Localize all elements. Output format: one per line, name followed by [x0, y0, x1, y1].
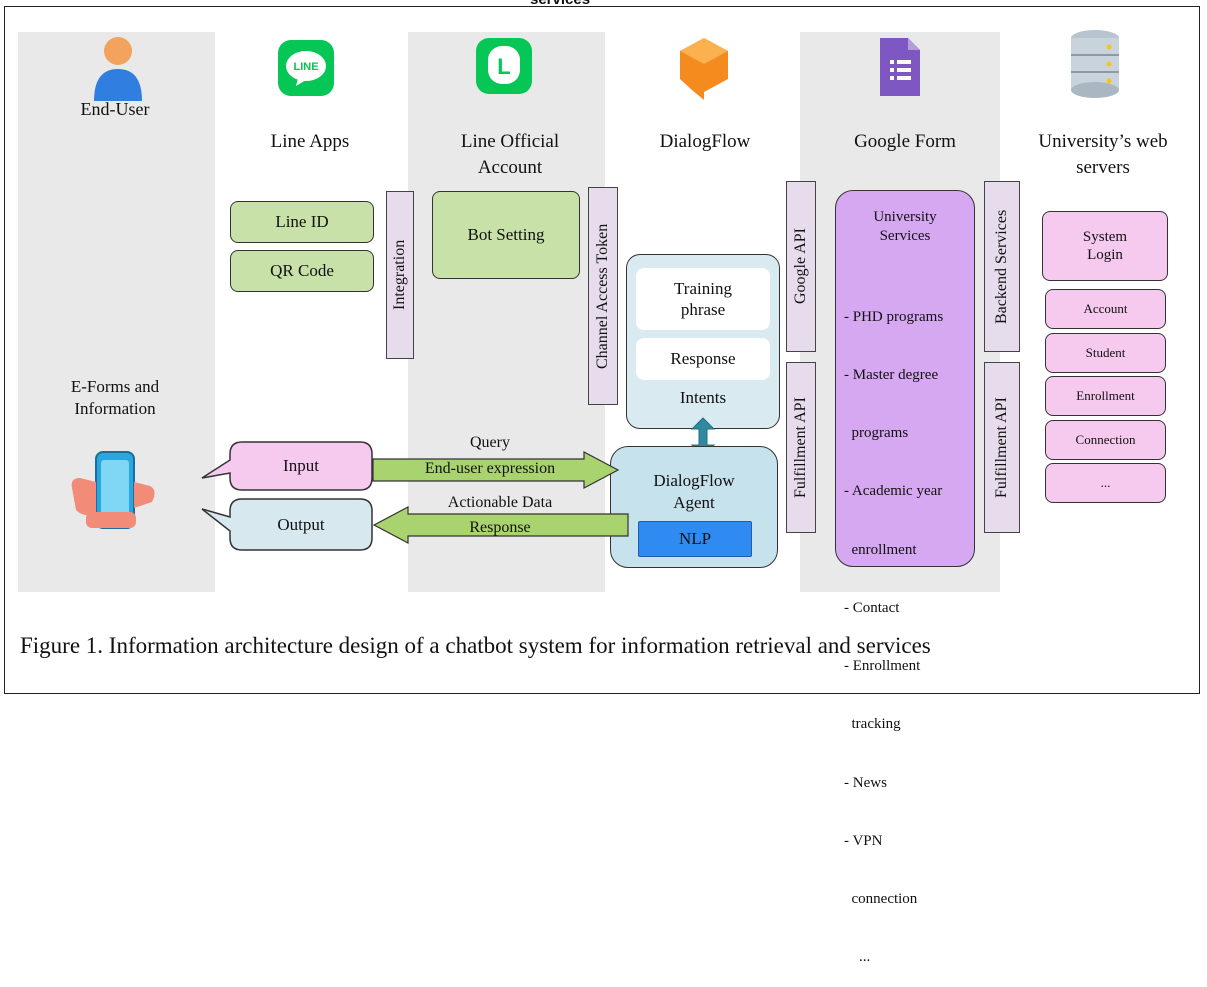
figure-caption: Figure 1. Information architecture desig…: [20, 633, 931, 658]
fulfillment-api-right-bar: Fulfillment API: [984, 362, 1020, 533]
output-callout-shape: [201, 498, 373, 551]
web-servers-title-1: University’s web: [1038, 131, 1168, 152]
intents-label: Intents: [679, 388, 727, 407]
training-phrase-card: Training phrase: [636, 268, 770, 330]
university-services-title: University Services: [835, 208, 975, 246]
backend-services-bar: Backend Services: [984, 181, 1020, 352]
service-item: - Contact: [844, 599, 900, 616]
agent-label-line1: DialogFlow: [653, 471, 735, 490]
university-services-box: [835, 190, 975, 567]
user-icon: [94, 37, 142, 101]
training-phrase-line2: phrase: [680, 300, 726, 319]
university-services-title-1: University: [873, 209, 937, 225]
system-login-line1: System: [1082, 229, 1128, 245]
input-label: Input: [283, 456, 319, 475]
service-item: - PHD programs: [844, 308, 944, 325]
qr-code-box: QR Code: [230, 250, 374, 292]
service-item: connection: [844, 891, 918, 907]
system-login-box: System Login: [1042, 211, 1168, 281]
eforms-label: E-Forms and Information: [40, 376, 190, 420]
line-apps-icon: LINE: [278, 40, 334, 96]
eforms-label-line2: Information: [74, 399, 156, 418]
svg-text:L: L: [497, 54, 510, 79]
svg-text:LINE: LINE: [293, 61, 318, 73]
eforms-label-line1: E-Forms and: [70, 377, 160, 396]
dialogflow-icon: [680, 38, 728, 100]
google-api-bar: Google API: [786, 181, 816, 352]
system-login-line2: Login: [1087, 247, 1123, 263]
end-user-expression-label: End-user expression: [424, 460, 556, 477]
google-api-label: Google API: [792, 228, 809, 305]
channel-access-token-bar: Channel Access Token: [588, 187, 618, 405]
figure-frame: [4, 6, 1200, 694]
line-official-title-1: Line Official: [460, 131, 560, 152]
query-label: Query: [470, 434, 510, 451]
phone-in-hand-icon: [71, 451, 155, 529]
service-item: enrollment: [844, 541, 917, 558]
query-arrow: [372, 451, 620, 489]
service-item: programs: [844, 425, 909, 442]
server-item-student: Student: [1045, 333, 1166, 373]
input-callout-shape: [201, 441, 373, 491]
agent-label-line2: Agent: [673, 493, 715, 512]
agent-label: DialogFlow Agent: [610, 470, 778, 514]
nlp-box: NLP: [638, 521, 752, 557]
line-id-box: Line ID: [230, 201, 374, 243]
university-services-list: - PHD programs - Master degree programs …: [844, 269, 974, 987]
service-item: tracking: [844, 716, 901, 733]
line-official-title-2: Account: [477, 157, 543, 178]
end-user-title: End-User: [80, 99, 150, 119]
line-official-icon: L: [476, 38, 532, 94]
server-item-enrollment: Enrollment: [1045, 376, 1166, 416]
fulfillment-api-left-bar: Fulfillment API: [786, 362, 816, 533]
actionable-data-label: Actionable Data: [447, 494, 553, 511]
server-item-account: Account: [1045, 289, 1166, 329]
backend-services-label: Backend Services: [993, 209, 1010, 324]
google-forms-icon: [880, 38, 920, 96]
web-servers-title-2: servers: [1076, 157, 1130, 178]
fulfillment-api-right-label: Fulfillment API: [993, 397, 1010, 498]
fulfillment-api-left-label: Fulfillment API: [792, 397, 809, 498]
channel-access-token-label: Channel Access Token: [594, 223, 611, 369]
integration-label: Integration: [391, 239, 408, 311]
service-item: - News: [844, 774, 887, 791]
response-card: Response: [636, 338, 770, 380]
database-icon: [1071, 30, 1119, 98]
response-label: Response: [469, 519, 531, 536]
clipped-heading: services: [530, 0, 590, 8]
service-item: - VPN: [844, 832, 883, 849]
service-item: ...: [844, 949, 871, 966]
server-item-connection: Connection: [1045, 420, 1166, 460]
service-item: - Academic year: [844, 483, 943, 500]
response-arrow: [372, 506, 629, 544]
server-item-more: ...: [1045, 463, 1166, 503]
line-apps-title: Line Apps: [270, 131, 350, 152]
service-item: - Master degree: [844, 367, 939, 384]
service-item: - Enrollment: [844, 658, 921, 675]
lane-line-official: [408, 32, 605, 592]
output-label: Output: [277, 514, 325, 534]
dialogflow-title: DialogFlow: [659, 131, 751, 152]
google-form-title: Google Form: [854, 131, 956, 152]
integration-bar: Integration: [386, 191, 414, 359]
bot-setting-box: Bot Setting: [432, 191, 580, 279]
training-phrase-line1: Training: [674, 279, 732, 298]
university-services-title-2: Services: [879, 228, 931, 244]
